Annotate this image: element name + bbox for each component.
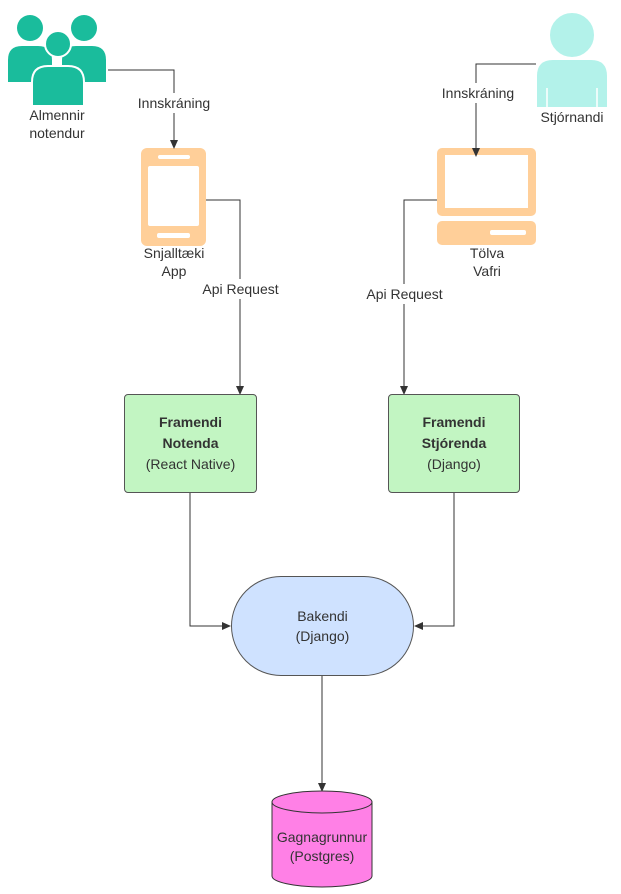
user-icon bbox=[535, 11, 609, 109]
backend-tech: (Django) bbox=[295, 628, 350, 644]
desktop-computer-icon bbox=[437, 148, 536, 245]
edge-api-admin bbox=[400, 199, 437, 395]
smartphone-icon bbox=[141, 148, 206, 246]
database-name: Gagnagrunnur bbox=[276, 829, 368, 845]
edge-label-api-users: Api Request bbox=[202, 281, 279, 297]
backend-node: Bakendi (Django) bbox=[231, 576, 414, 676]
frontend-users-box: Framendi Notenda (React Native) bbox=[124, 394, 257, 493]
frontend-users-tech: (React Native) bbox=[145, 456, 236, 472]
edge-label-api-admin: Api Request bbox=[366, 286, 443, 302]
edge-label-login-admin: Innskráning bbox=[441, 85, 515, 101]
frontend-admin-box: Framendi Stjórenda (Django) bbox=[388, 394, 520, 493]
frontend-admin-title1: Framendi bbox=[422, 414, 486, 430]
users-group-icon bbox=[8, 15, 106, 107]
database-cylinder bbox=[271, 790, 373, 888]
edge-login-users bbox=[108, 69, 178, 149]
database-label: Gagnagrunnur (Postgres) bbox=[262, 828, 382, 866]
phone-label: Snjalltæki App bbox=[143, 245, 205, 279]
edge-login-admin bbox=[472, 63, 536, 157]
computer-label: Tölva Vafri bbox=[469, 245, 505, 279]
edge-frontend-users-backend bbox=[189, 493, 231, 630]
edge-api-users bbox=[206, 199, 244, 395]
backend-name: Bakendi bbox=[297, 608, 348, 624]
edge-frontend-admin-backend bbox=[414, 493, 455, 630]
admin-label: Stjórnandi bbox=[540, 109, 604, 125]
users-label: Almennir notendur bbox=[29, 107, 85, 141]
frontend-users-title2: Notenda bbox=[162, 435, 219, 451]
edge-label-login-users: Innskráning bbox=[137, 95, 211, 111]
frontend-admin-tech: (Django) bbox=[427, 456, 481, 472]
frontend-admin-title2: Stjórenda bbox=[421, 435, 487, 451]
frontend-users-title1: Framendi bbox=[158, 414, 222, 430]
database-tech: (Postgres) bbox=[289, 848, 355, 864]
